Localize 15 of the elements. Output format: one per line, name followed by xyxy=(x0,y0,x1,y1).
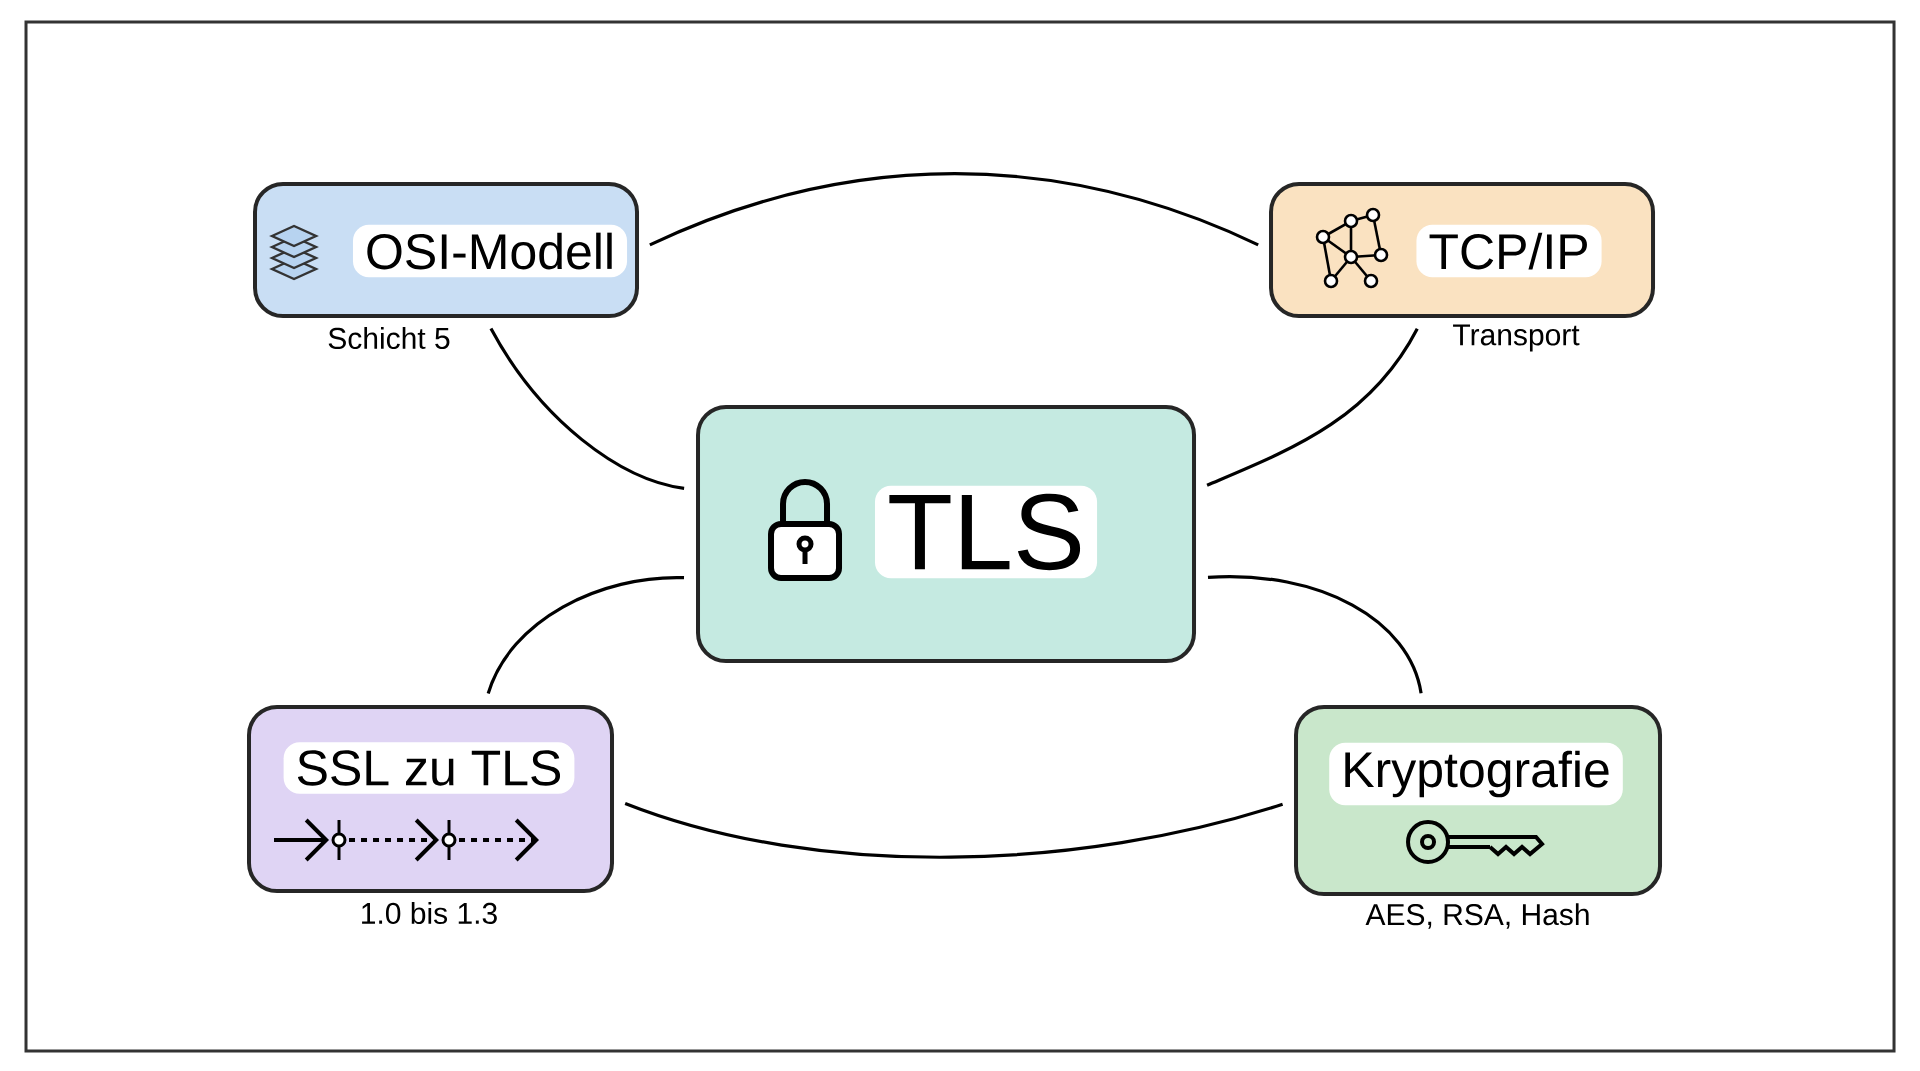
connector-line xyxy=(1206,327,1419,487)
connector-line xyxy=(1207,575,1423,694)
connector-line xyxy=(486,576,685,695)
connector-line xyxy=(624,801,1284,859)
sublabel: Transport xyxy=(1453,324,1580,352)
sublabel: 1.0 bis 1.3 xyxy=(362,902,497,924)
topic-box: OSI-Modell xyxy=(253,182,639,318)
sublabel: AES, RSA, Hash xyxy=(1365,903,1589,929)
connector-line xyxy=(489,327,685,490)
topic-box: Kryptografie xyxy=(1294,705,1662,896)
topic-box: TLS xyxy=(696,405,1196,663)
sublabel: Schicht 5 xyxy=(328,327,450,349)
topic-box: SSL zu TLS xyxy=(247,705,614,893)
connector-line xyxy=(649,172,1259,247)
topic-box: TCP/IP xyxy=(1269,182,1655,318)
